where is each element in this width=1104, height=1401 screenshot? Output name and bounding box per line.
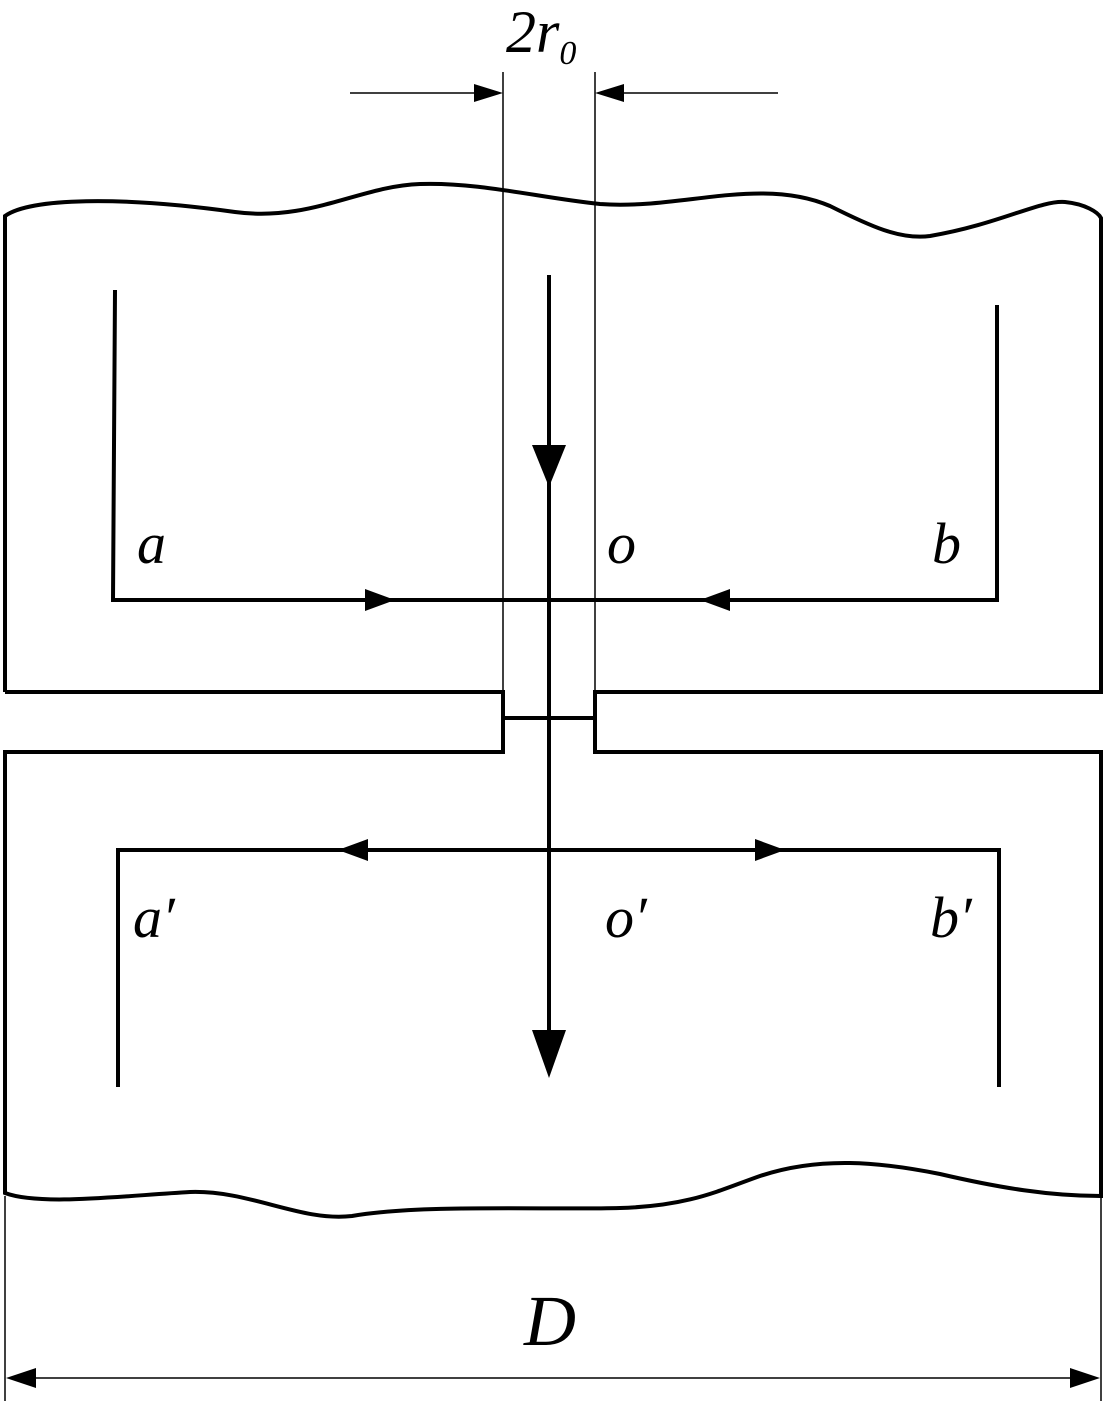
label-gap-number: 2 (506, 0, 536, 65)
label-a-prime: a′ (133, 885, 176, 950)
label-diameter: D (523, 1281, 576, 1361)
label-b-prime: b′ (930, 885, 973, 950)
central-upper-arrowhead (532, 445, 566, 487)
upper-left-flow-arrowhead (365, 589, 395, 611)
label-gap-subscript: 0 (559, 35, 576, 72)
lower-right-flow-arrowhead (755, 839, 785, 861)
diameter-arrowhead-left (6, 1368, 36, 1388)
label-o: o (607, 511, 636, 576)
lower-left-flow-arrowhead (338, 839, 368, 861)
gap-dimension-arrowhead-right (595, 84, 624, 102)
label-o-prime: o′ (605, 885, 648, 950)
gap-dimension-arrowhead-left (474, 84, 503, 102)
central-lower-arrowhead (532, 1030, 566, 1078)
label-gap-symbol: r (536, 0, 560, 65)
label-a: a (137, 511, 166, 576)
label-gap-width: 2r0 (506, 0, 576, 72)
label-b: b (932, 511, 961, 576)
upper-flow-path (110, 289, 999, 602)
lower-flow-path (116, 848, 1001, 1087)
diameter-arrowhead-right (1070, 1368, 1100, 1388)
upper-right-flow-arrowhead (700, 589, 730, 611)
lower-plate-outline (3, 718, 1103, 1219)
